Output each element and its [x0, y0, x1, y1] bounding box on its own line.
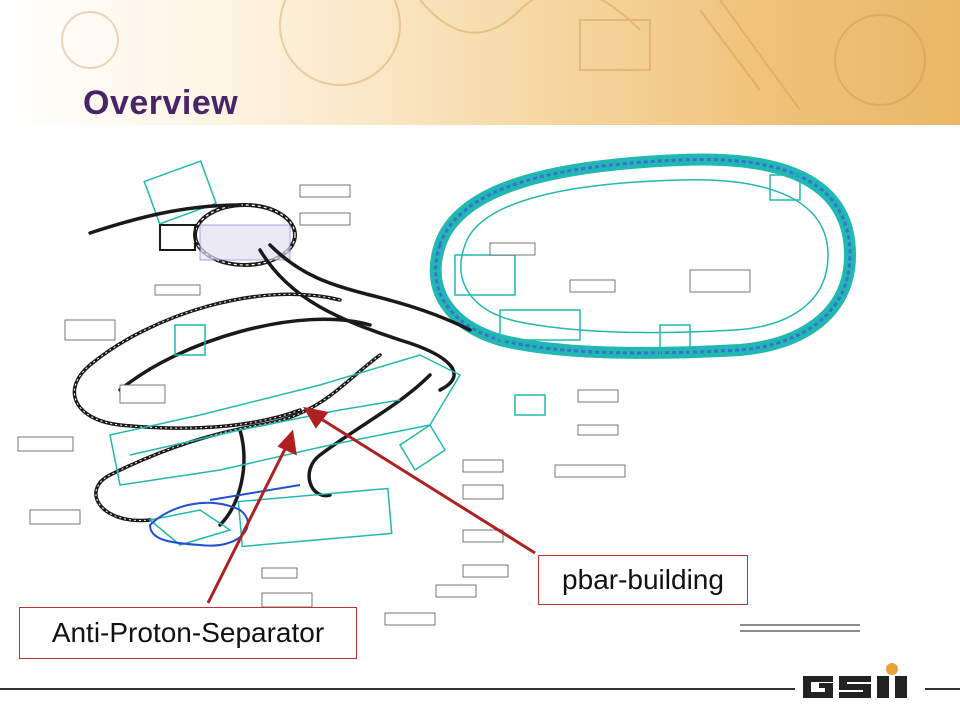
pbar-arrow-head: [303, 406, 329, 429]
gsi-logo: [795, 663, 925, 698]
existing-accelerator-complex: [143, 160, 297, 267]
drawing-tags: [17, 184, 751, 626]
pbar-arrow: [317, 415, 536, 555]
beamline-ticks: [73, 293, 381, 521]
drawing-title-block: [740, 624, 860, 632]
anti-proton-separator-label: Anti-Proton-Separator: [19, 607, 357, 659]
pbar-building-label: pbar-building: [538, 555, 748, 605]
separator-arrow-head: [277, 429, 297, 456]
facility-diagram: [17, 153, 860, 632]
header-decoration: [61, 0, 926, 111]
footer-divider: [0, 688, 960, 690]
ring-buildings: [454, 174, 801, 356]
page-title: Overview: [83, 84, 239, 122]
header-banner: Overview: [0, 0, 960, 125]
separator-arrow: [206, 444, 289, 604]
callout-arrows: [206, 406, 536, 604]
large-synchrotron-ring: [429, 153, 857, 359]
experimental-halls: [109, 324, 546, 548]
separator-beamline: [148, 484, 301, 547]
